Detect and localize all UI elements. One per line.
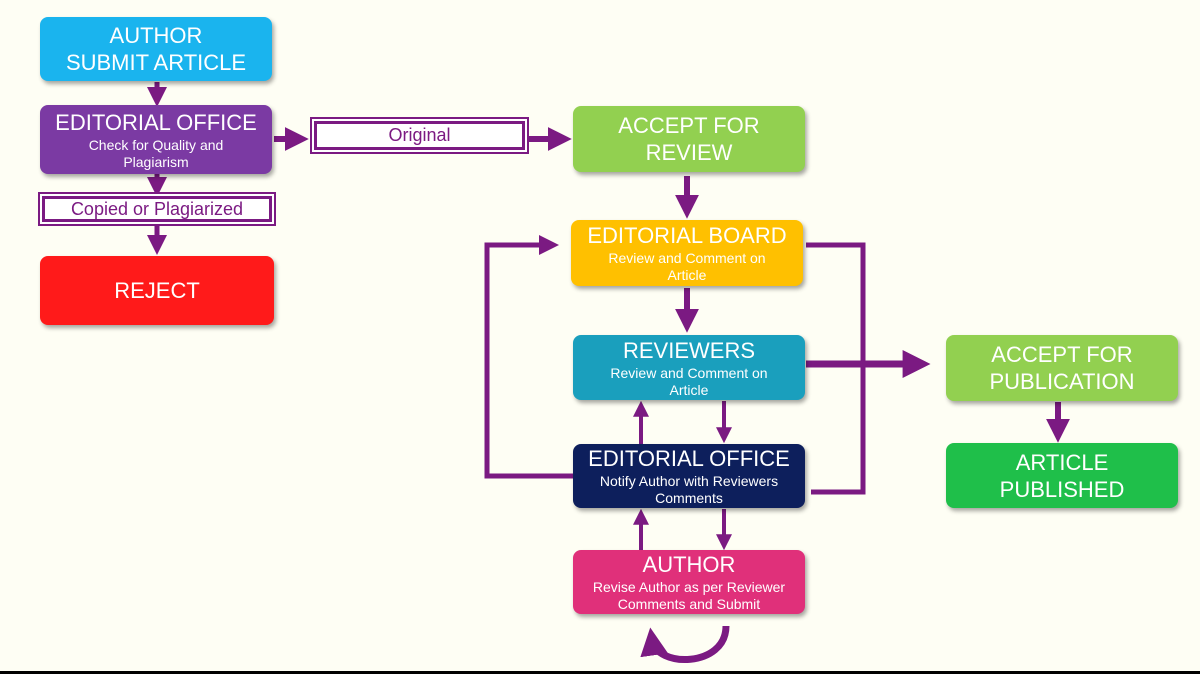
reject-title: REJECT bbox=[114, 278, 200, 303]
bottom-border bbox=[0, 671, 1200, 674]
author-submit-box: AUTHOR SUBMIT ARTICLE bbox=[40, 17, 272, 81]
article-published-title: ARTICLE PUBLISHED bbox=[999, 449, 1125, 502]
reviewers-subtitle: Review and Comment on Article bbox=[610, 364, 768, 398]
copied-or-plagiarized-label: Copied or Plagiarized bbox=[40, 194, 274, 224]
reviewers-box: REVIEWERS Review and Comment on Article bbox=[573, 335, 805, 400]
accept-for-publication-box: ACCEPT FOR PUBLICATION bbox=[946, 335, 1178, 401]
author-revise-box: AUTHOR Revise Author as per Reviewer Com… bbox=[573, 550, 805, 614]
editorial-board-subtitle: Review and Comment on Article bbox=[608, 250, 766, 283]
author-revise-title: AUTHOR bbox=[642, 552, 736, 577]
editorial-board-box: EDITORIAL BOARD Review and Comment on Ar… bbox=[571, 220, 803, 286]
line-board-to-right bbox=[806, 242, 866, 495]
editorial-office-check-subtitle: Check for Quality and Plagiarism bbox=[88, 136, 224, 170]
original-label: Original bbox=[312, 119, 527, 152]
editorial-office-notify-box: EDITORIAL OFFICE Notify Author with Revi… bbox=[573, 444, 805, 508]
editorial-office-check-title: EDITORIAL OFFICE bbox=[55, 109, 257, 135]
editorial-office-check-box: EDITORIAL OFFICE Check for Quality and P… bbox=[40, 105, 272, 174]
arrow-author-self-loop bbox=[640, 625, 730, 663]
arrow-notify-loop-to-board bbox=[484, 235, 573, 479]
accept-for-publication-title: ACCEPT FOR PUBLICATION bbox=[989, 342, 1135, 394]
accept-for-review-title: ACCEPT FOR REVIEW bbox=[618, 113, 760, 165]
editorial-office-notify-title: EDITORIAL OFFICE bbox=[588, 446, 790, 471]
author-submit-title: AUTHOR SUBMIT ARTICLE bbox=[65, 23, 247, 75]
reviewers-title: REVIEWERS bbox=[622, 337, 756, 363]
author-revise-subtitle: Revise Author as per Reviewer Comments a… bbox=[592, 579, 786, 612]
article-published-box: ARTICLE PUBLISHED bbox=[946, 443, 1178, 508]
editorial-board-title: EDITORIAL BOARD bbox=[587, 223, 787, 248]
reject-box: REJECT bbox=[40, 256, 274, 325]
editorial-office-notify-subtitle: Notify Author with Reviewers Comments bbox=[599, 473, 779, 506]
accept-for-review-box: ACCEPT FOR REVIEW bbox=[573, 106, 805, 172]
